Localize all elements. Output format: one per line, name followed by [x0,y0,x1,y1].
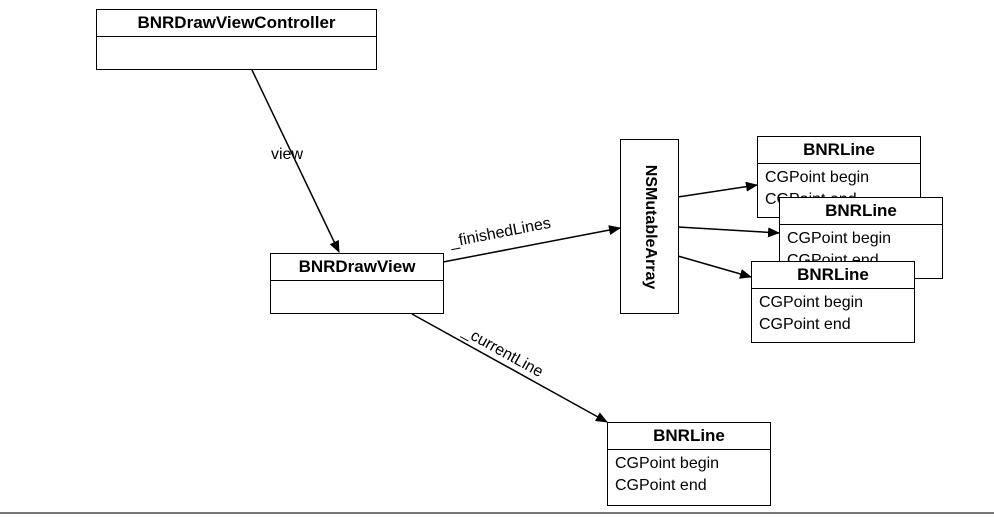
line-box-3-begin: CGPoint begin [759,294,864,311]
bottom-divider [0,512,994,514]
current-line-box-body: CGPoint begin CGPoint end [608,450,770,500]
mutable-array-title: NSMutableArray [641,164,659,289]
line-box-1-title: BNRLine [758,137,920,164]
draw-view-controller-box: BNRDrawViewController [96,9,377,70]
mutable-array-box: NSMutableArray [620,139,679,314]
line-box-3: BNRLine CGPoint begin CGPoint end [751,261,915,343]
finished-lines-connector [442,225,621,263]
line-box-2-begin: CGPoint begin [787,230,892,247]
line-box-3-body: CGPoint begin CGPoint end [752,289,914,339]
array-to-line-2-connector [677,226,780,238]
line-box-2-title: BNRLine [780,198,942,225]
current-line-box: BNRLine CGPoint begin CGPoint end [607,422,771,506]
view-connector [251,69,340,253]
current-line-connector [411,313,608,423]
current-line-box-title: BNRLine [608,423,770,450]
array-to-line-3-connector [677,255,752,279]
line-box-3-title: BNRLine [752,262,914,289]
draw-view-title: BNRDrawView [271,254,443,281]
array-to-line-1-connector [677,181,758,198]
line-box-1-begin: CGPoint begin [765,169,870,186]
line-box-3-end: CGPoint end [759,316,851,333]
current-line-box-begin: CGPoint begin [615,455,720,472]
current-line-box-end: CGPoint end [615,477,707,494]
view-edge-label: view [271,146,304,163]
draw-view-box: BNRDrawView [270,253,444,314]
draw-view-controller-title: BNRDrawViewController [97,10,376,37]
